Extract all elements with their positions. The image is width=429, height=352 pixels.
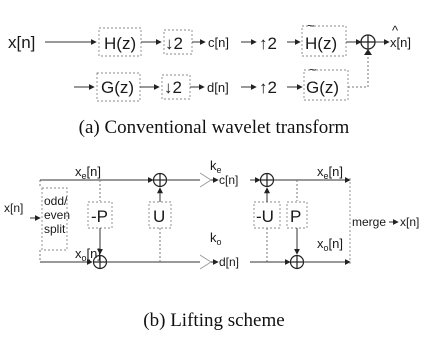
output-x-hat-label: x[n] [390, 35, 411, 50]
inverse-predict-label: P [290, 207, 301, 226]
odd-label-left: xo[n] [75, 246, 101, 263]
odd-label-left-main: x [75, 246, 82, 261]
synthesis-highpass-filter-block: ~ G(z) [303, 62, 349, 101]
even-label-right-tail: [n] [329, 164, 343, 179]
svg-text:G(z): G(z) [101, 78, 134, 97]
odd-label-right-tail: [n] [329, 236, 343, 251]
synthesis-lowpass-filter-block: ~ H(z) [301, 18, 347, 57]
analysis-lowpass-filter-block: H(z) [98, 27, 142, 57]
analysis-highpass-filter-block: G(z) [96, 72, 141, 102]
synthesis-lowpass-tilde: ~ [307, 18, 315, 33]
split-line-1: odd/ [44, 194, 68, 208]
gain-even-sub: e [217, 165, 222, 175]
output-hat: ^ [392, 23, 399, 38]
coef-high-label: d[n] [207, 80, 229, 95]
analysis-highpass-filter-arg: (z) [114, 78, 134, 97]
update-label: U [153, 207, 165, 226]
split-line-2: even [44, 208, 70, 222]
downsampler-high-block: ↓2 [161, 74, 191, 100]
even-label-left-sub: e [82, 171, 87, 181]
predict-label: -P [91, 207, 108, 226]
upsampler-high-label: ↑2 [259, 78, 277, 97]
lifting-input-label: x[n] [4, 201, 23, 215]
gain-even-main: k [210, 158, 217, 173]
lifting-coef-low-label: c[n] [219, 173, 238, 187]
inverse-update-adder [259, 172, 275, 188]
gain-odd-sub: o [217, 237, 222, 247]
inverse-predict-adder [289, 254, 305, 270]
lifting-scheme-diagram: x[n] odd/ even split xe[n] ke c[n] [4, 158, 419, 331]
odd-label-right-main: x [317, 236, 324, 251]
lifting-coef-high-label: d[n] [219, 255, 239, 269]
inverse-update-label: -U [256, 207, 274, 226]
even-label-right-sub: e [324, 171, 329, 181]
synthesis-lowpass-filter-name: H [305, 34, 317, 53]
even-label-left: xe[n] [75, 164, 101, 181]
odd-label-right: xo[n] [317, 236, 343, 253]
split-line-3: split [44, 222, 66, 236]
downsampler-low-label: ↓2 [165, 34, 183, 53]
split-box [41, 187, 68, 251]
downsampler-low-block: ↓2 [163, 29, 193, 55]
lifting-output-label: x[n] [400, 215, 419, 229]
gain-odd-triangle [199, 254, 212, 270]
gain-even-label: ke [210, 158, 222, 175]
merge-label: merge [352, 215, 386, 229]
caption-b: (b) Lifting scheme [143, 310, 284, 331]
synthesis-highpass-filter-name: G [306, 78, 319, 97]
caption-a: (a) Conventional wavelet transform [79, 117, 350, 138]
adder-symbol [360, 34, 376, 50]
gain-odd-label: ko [210, 230, 222, 247]
analysis-lowpass-filter-name: H [104, 34, 116, 53]
even-label-right-main: x [317, 164, 324, 179]
conventional-wavelet-diagram: x[n] H(z) ↓2 c[n] ↑2 ~ H(z) [8, 18, 411, 138]
odd-label-left-sub: o [82, 253, 87, 263]
svg-text:G(z): G(z) [306, 78, 339, 97]
gain-odd-main: k [210, 230, 217, 245]
even-label-left-tail: [n] [87, 164, 101, 179]
upsampler-low-label: ↑2 [259, 34, 277, 53]
even-label-right: xe[n] [317, 164, 343, 181]
synthesis-highpass-filter-arg: (z) [319, 78, 339, 97]
analysis-highpass-filter-name: G [101, 78, 114, 97]
predict-adder [92, 254, 108, 270]
highpass-to-adder-line [348, 52, 369, 88]
adder-up-arrow [364, 49, 372, 55]
input-x-label: x[n] [8, 33, 35, 52]
gain-even-triangle [199, 172, 212, 188]
downsampler-high-label: ↓2 [164, 78, 182, 97]
coef-low-label: c[n] [208, 35, 229, 50]
update-adder [152, 172, 168, 188]
svg-text:H(z): H(z) [305, 34, 337, 53]
synthesis-highpass-tilde: ~ [309, 62, 317, 77]
svg-text:H(z): H(z) [104, 34, 136, 53]
odd-label-right-sub: o [324, 243, 329, 253]
synthesis-lowpass-filter-arg: (z) [317, 34, 337, 53]
even-label-left-main: x [75, 164, 82, 179]
analysis-lowpass-filter-arg: (z) [116, 34, 136, 53]
